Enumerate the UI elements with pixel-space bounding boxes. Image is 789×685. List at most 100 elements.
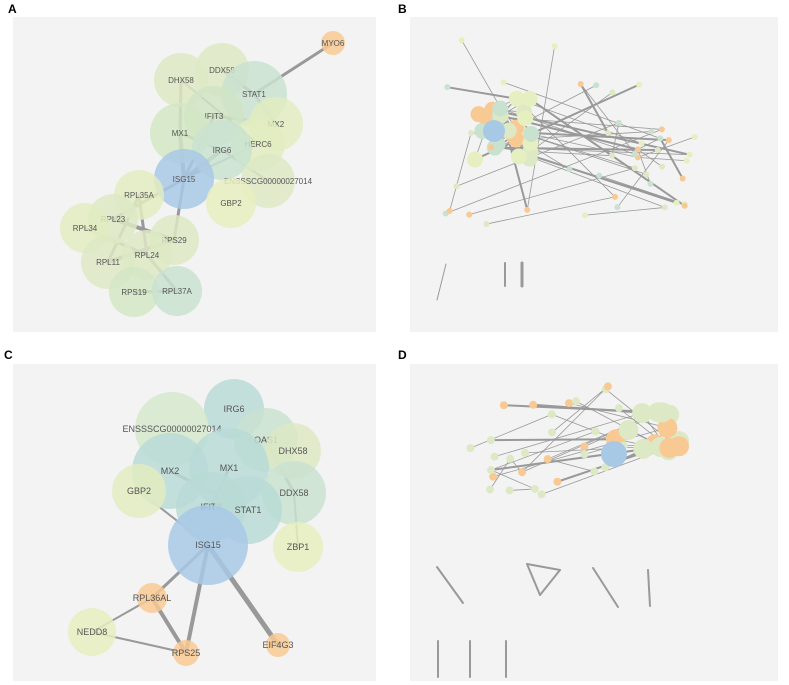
network-node (446, 208, 453, 215)
edge (592, 567, 619, 608)
network-node (659, 437, 680, 458)
gene-node: ISG15 (168, 505, 248, 585)
gene-node-circle (112, 464, 166, 518)
network-node (566, 166, 573, 173)
edge (547, 458, 595, 473)
gene-node: MYO6 (321, 31, 345, 55)
gene-node-label: GBP2 (127, 486, 151, 496)
network-node (648, 402, 669, 423)
network-node (487, 144, 494, 151)
edge (517, 131, 670, 142)
network-node (681, 202, 688, 209)
network-node (466, 444, 475, 453)
edge (489, 445, 662, 472)
edge (579, 82, 610, 134)
gene-node-circle (206, 178, 256, 228)
gene-node-circle (137, 583, 167, 613)
network-node (657, 417, 678, 438)
edge (539, 569, 561, 596)
gene-node-label: STAT1 (242, 90, 266, 99)
network-node (580, 450, 589, 459)
gene-node-circle (273, 522, 323, 572)
network-node (631, 165, 638, 172)
network-node (517, 110, 534, 127)
network-node (683, 157, 690, 164)
network-node (508, 90, 525, 107)
network-node (489, 472, 498, 481)
gene-node-label: GBP2 (220, 199, 242, 208)
gene-node-label: MX1 (172, 129, 189, 138)
panel-label-d: D (398, 348, 407, 362)
network-node (609, 89, 616, 96)
network-node (638, 140, 645, 147)
edge (470, 413, 553, 449)
gene-node-label: RPL24 (135, 251, 160, 260)
network-node (648, 128, 655, 135)
gene-node-label: RPS29 (161, 236, 187, 245)
edge (584, 207, 666, 216)
edge (659, 137, 684, 180)
network-node (603, 382, 612, 391)
gene-node-label: MX1 (220, 463, 239, 473)
edge (518, 131, 647, 175)
edge (526, 45, 556, 211)
gene-node: NEDD8 (68, 608, 116, 656)
network-node (654, 147, 661, 154)
network-node (510, 148, 527, 165)
network-node (486, 485, 495, 494)
network-node (593, 82, 600, 89)
gene-node-label: ISG15 (195, 540, 221, 550)
network-node (551, 43, 558, 50)
edge (489, 438, 618, 442)
network-node (686, 151, 693, 158)
edge (611, 122, 620, 157)
network-node (590, 467, 599, 476)
gene-node-label: RPS19 (121, 288, 147, 297)
network-node (661, 204, 668, 211)
network-node (658, 126, 665, 133)
edge (445, 129, 663, 214)
gene-node-label: EIF4G3 (262, 640, 293, 650)
gene-node-label: ZBP1 (287, 542, 310, 552)
gene-node: RPL37A (152, 266, 202, 316)
gene-node-label: STAT1 (235, 505, 262, 515)
network-node (548, 428, 557, 437)
gene-node-label: MYO6 (322, 39, 345, 48)
edge (489, 458, 511, 490)
network-node (500, 79, 507, 86)
edge (468, 167, 636, 216)
edge (568, 402, 668, 429)
network-node (605, 129, 612, 136)
edge (526, 563, 541, 596)
network-node (458, 37, 465, 44)
gene-node-circle (152, 266, 202, 316)
gene-node-label: RPL37A (162, 287, 192, 296)
network-node (466, 211, 473, 218)
network-node (505, 486, 514, 495)
gene-node-circle (68, 608, 116, 656)
network-node (444, 84, 451, 91)
edge (528, 97, 686, 207)
network-node (591, 427, 600, 436)
edge (509, 488, 536, 491)
gene-node-circle (168, 505, 248, 585)
network-node (691, 134, 698, 141)
network-node (530, 484, 539, 493)
network-node (608, 152, 615, 159)
gene-node-label: DDX58 (209, 66, 235, 75)
network-node (659, 163, 666, 170)
network-node (453, 183, 460, 190)
gene-node-label: RPL35A (124, 191, 154, 200)
network-node (547, 410, 556, 419)
network-node (468, 129, 475, 136)
gene-node-label: RPL11 (96, 258, 120, 267)
gene-node: RPS19 (109, 267, 159, 317)
edge (446, 86, 518, 100)
edge (490, 469, 536, 490)
edge (637, 156, 687, 162)
network-node (615, 119, 622, 126)
network-node (524, 206, 531, 213)
edge (526, 563, 561, 571)
edge (521, 385, 609, 473)
gene-node-label: DDX58 (279, 488, 308, 498)
